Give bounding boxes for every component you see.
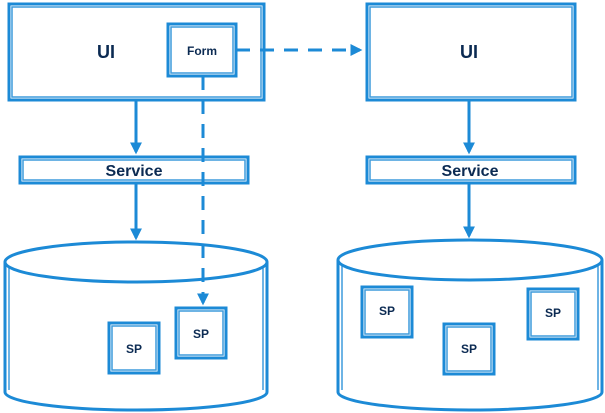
left-form-box: Form [166, 22, 238, 78]
right-service-label: Service [442, 163, 499, 180]
right-sp-3-label: SP [545, 306, 561, 320]
left-sp-2: SP [174, 306, 228, 360]
right-sp-3: SP [526, 287, 580, 341]
left-sp-2-label: SP [193, 327, 209, 341]
right-sp-2: SP [442, 322, 496, 376]
left-service-label: Service [106, 163, 163, 180]
right-ui-label: UI [460, 42, 478, 62]
right-sp-1: SP [360, 285, 414, 339]
left-sp-1-label: SP [126, 342, 142, 356]
left-service-box: Service [18, 155, 250, 185]
left-sp-1: SP [107, 321, 161, 375]
right-sp-2-label: SP [461, 342, 477, 356]
right-ui-box: UI [365, 2, 577, 102]
left-ui-label: UI [97, 42, 115, 62]
right-sp-1-label: SP [379, 304, 395, 318]
left-form-label: Form [187, 44, 217, 58]
right-service-box: Service [365, 155, 577, 185]
